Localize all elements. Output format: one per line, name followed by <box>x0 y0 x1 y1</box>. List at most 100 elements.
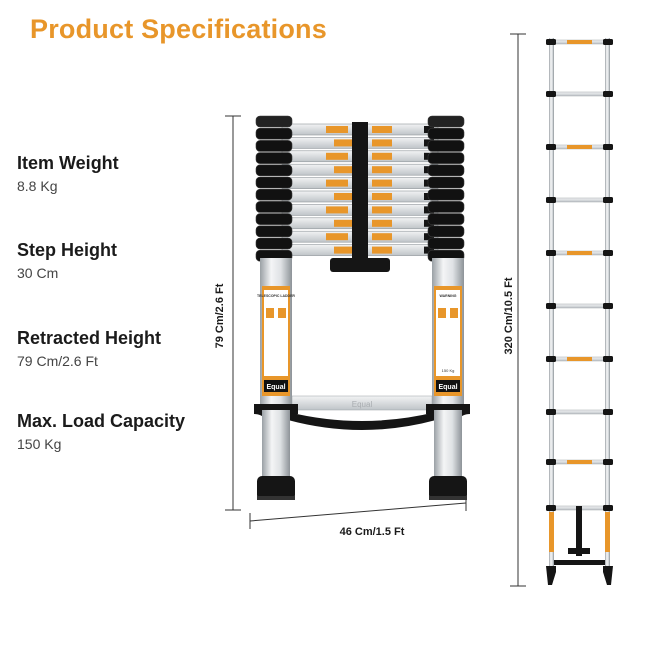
rung-sticker <box>372 152 392 160</box>
rung-sticker <box>334 246 356 254</box>
right-sticker-title: WARNING <box>440 294 457 298</box>
rung-sticker <box>372 219 392 227</box>
extended-joint-cap <box>603 303 613 309</box>
extended-joint-cap <box>546 91 556 97</box>
stacked-cap <box>255 188 293 201</box>
extended-ladder <box>546 38 613 585</box>
left-foot-sole <box>257 496 295 500</box>
rung-sticker <box>372 126 392 133</box>
extended-joint-cap <box>546 39 556 45</box>
extended-joint-cap <box>546 250 556 256</box>
stacked-cap <box>255 237 293 250</box>
stacked-cap <box>427 237 465 250</box>
spec-label: Step Height <box>17 240 118 260</box>
extended-rung <box>551 91 608 97</box>
rung-sticker <box>372 179 392 187</box>
stacked-cap <box>427 225 465 238</box>
extended-rungs <box>546 39 613 511</box>
rung-sticker <box>326 206 348 214</box>
retracted-height-dimension: 79 Cm/2.6 Ft <box>214 115 241 511</box>
stacked-cap <box>427 213 465 225</box>
extended-rung-sticker <box>567 40 592 44</box>
stacked-cap <box>255 201 293 213</box>
rung-sticker <box>372 246 392 254</box>
bottom-crossbar <box>291 395 433 411</box>
extended-joint-cap <box>546 505 556 511</box>
right-foot-rail <box>434 410 462 478</box>
extended-left-sticker <box>549 512 554 552</box>
spec-label: Item Weight <box>17 153 119 173</box>
rung-sticker <box>372 166 392 174</box>
spec-value: 150 Kg <box>17 436 62 452</box>
left-sticker-title: TELESCOPIC LADDER <box>257 294 295 298</box>
extended-rung <box>551 409 608 415</box>
extended-rung <box>551 303 608 309</box>
warning-pictogram <box>438 308 446 318</box>
width-label: 46 Cm/1.5 Ft <box>340 526 405 538</box>
stacked-cap <box>427 176 465 189</box>
rung-sticker <box>372 193 392 200</box>
extended-joint-cap <box>603 144 613 150</box>
stacked-cap <box>427 127 465 140</box>
warning-pictogram <box>450 308 458 318</box>
spec-label: Retracted Height <box>17 328 162 348</box>
extended-height-label: 320 Cm/10.5 Ft <box>503 277 515 354</box>
strap-buckle <box>330 258 390 272</box>
stacked-cap <box>255 127 293 140</box>
extended-joint-cap <box>603 250 613 256</box>
extended-rung-sticker <box>567 251 592 255</box>
retracted-ladder: TELESCOPIC LADDER Equal WARNING 150 Kg E… <box>254 115 470 500</box>
rung-sticker <box>372 233 392 241</box>
spec-value: 8.8 Kg <box>17 178 58 194</box>
stacked-cap <box>255 213 293 225</box>
extended-joint-cap <box>546 356 556 362</box>
extended-rung-sticker <box>567 460 592 464</box>
right-sticker-logo: Equal <box>438 384 457 391</box>
left-sticker-logo: Equal <box>266 384 285 391</box>
cap-stack <box>255 115 465 262</box>
rung-sticker <box>334 166 356 174</box>
rung-sticker <box>334 193 356 200</box>
spec-item-weight: Item Weight 8.8 Kg <box>17 152 119 196</box>
spec-label: Max. Load Capacity <box>17 411 186 431</box>
spec-max-load: Max. Load Capacity 150 Kg <box>17 410 185 454</box>
extended-joint-cap <box>546 144 556 150</box>
width-dimension: 46 Cm/1.5 Ft <box>249 495 467 538</box>
rung-sticker <box>334 219 356 227</box>
right-sticker-logo-bg <box>436 380 460 392</box>
extended-joint-cap <box>603 409 613 415</box>
extended-joint-cap <box>603 459 613 465</box>
right-foot-sole <box>429 496 467 500</box>
extended-joint-cap <box>546 459 556 465</box>
rung-lock <box>424 233 434 241</box>
stacked-cap <box>427 140 465 152</box>
stabilizer-bar <box>288 412 436 430</box>
extended-strap-buckle <box>568 548 590 554</box>
spec-step-height: Step Height 30 Cm <box>17 239 117 283</box>
stacked-cap <box>255 115 293 128</box>
stacked-cap <box>255 140 293 152</box>
stacked-cap <box>427 115 465 128</box>
extended-joint-cap <box>546 303 556 309</box>
rung-sticker <box>372 206 392 214</box>
extended-rung-sticker <box>567 145 592 149</box>
rung-sticker <box>326 233 348 241</box>
stacked-cap <box>427 164 465 177</box>
extended-joint-cap <box>546 409 556 415</box>
extended-stabilizer <box>554 560 605 565</box>
page-title: Product Specifications <box>30 14 327 44</box>
stacked-cap <box>255 152 293 164</box>
right-foot <box>429 476 467 500</box>
extended-joint-cap <box>603 91 613 97</box>
spec-retracted-height: Retracted Height 79 Cm/2.6 Ft <box>17 327 161 371</box>
left-foot <box>257 476 295 500</box>
rung-lock <box>424 246 434 254</box>
retracted-height-label: 79 Cm/2.6 Ft <box>214 283 226 348</box>
stacked-cap <box>427 188 465 201</box>
stacked-cap <box>427 152 465 164</box>
left-sticker-panel <box>264 290 288 376</box>
right-sticker-load: 150 Kg <box>442 368 455 373</box>
extended-joint-cap <box>603 505 613 511</box>
extended-rung-sticker <box>567 357 592 361</box>
